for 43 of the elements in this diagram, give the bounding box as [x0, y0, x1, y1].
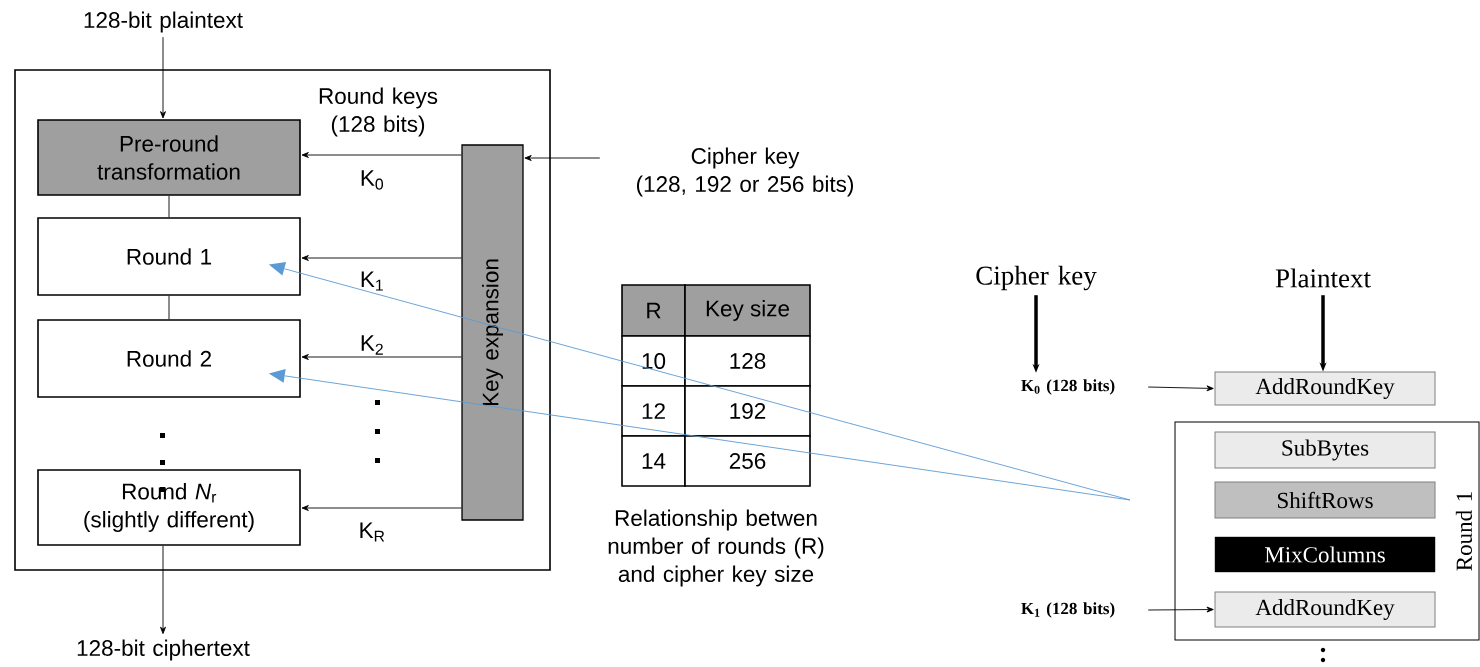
- table-cell: 128: [684, 335, 811, 387]
- text-label: 128-bit ciphertext: [77, 639, 250, 661]
- key-label: K$_{1}$ (128 bits): [1021, 602, 1115, 618]
- table-cell: 256: [684, 435, 811, 487]
- arrow: [1147, 385, 1214, 392]
- text-label: 128-bit plaintext: [84, 11, 243, 33]
- step-box: AddRoundKey: [1214, 371, 1436, 406]
- text-label: Cipher key (128, 192 or 256 bits): [636, 147, 853, 197]
- step-box: SubBytes: [1214, 431, 1436, 469]
- arrow: [160, 36, 166, 119]
- arrow: [301, 255, 462, 261]
- table-cell: 10: [621, 335, 686, 387]
- connector-line: [168, 195, 170, 218]
- arrow: [301, 152, 462, 158]
- header-cell: Key size: [684, 284, 811, 337]
- step-box: AddRoundKey: [1214, 591, 1436, 628]
- process-box: Pre-round transformation: [37, 119, 301, 196]
- key-expansion-box: Key expansion: [461, 144, 524, 521]
- connector-line: [168, 295, 170, 320]
- arrow: [1147, 606, 1214, 613]
- table-cell: 12: [621, 385, 686, 437]
- edge-label: K$_{R}$: [360, 522, 385, 542]
- round-box: Round 1: [37, 217, 301, 296]
- header-cell: R: [621, 284, 686, 337]
- round-box: Round 2: [37, 319, 301, 398]
- caption: Relationship betwen number of rounds (R) and cipher key size: [608, 509, 824, 587]
- edge-label: K$_{1}$: [361, 271, 383, 291]
- edge-label: K$_{0}$: [361, 170, 383, 190]
- round-box: Round N$_{r}$ (slightly different): [37, 469, 301, 546]
- arrow: [160, 545, 166, 635]
- text-label: Cipher key: [976, 265, 1097, 291]
- key-label: K$_{0}$ (128 bits): [1021, 379, 1115, 395]
- step-box: MixColumns: [1214, 536, 1436, 573]
- text-label: Plaintext: [1275, 268, 1371, 288]
- arrow: [301, 505, 462, 511]
- leader-arrow: [268, 368, 1131, 501]
- table-cell: 192: [684, 385, 811, 437]
- step-box: ShiftRows: [1214, 481, 1436, 519]
- text-label: Round keys (128 bits): [319, 87, 438, 137]
- table-cell: 14: [621, 435, 686, 487]
- arrow: [524, 155, 601, 161]
- edge-label: K$_{2}$: [361, 335, 383, 355]
- arrow: [301, 354, 462, 360]
